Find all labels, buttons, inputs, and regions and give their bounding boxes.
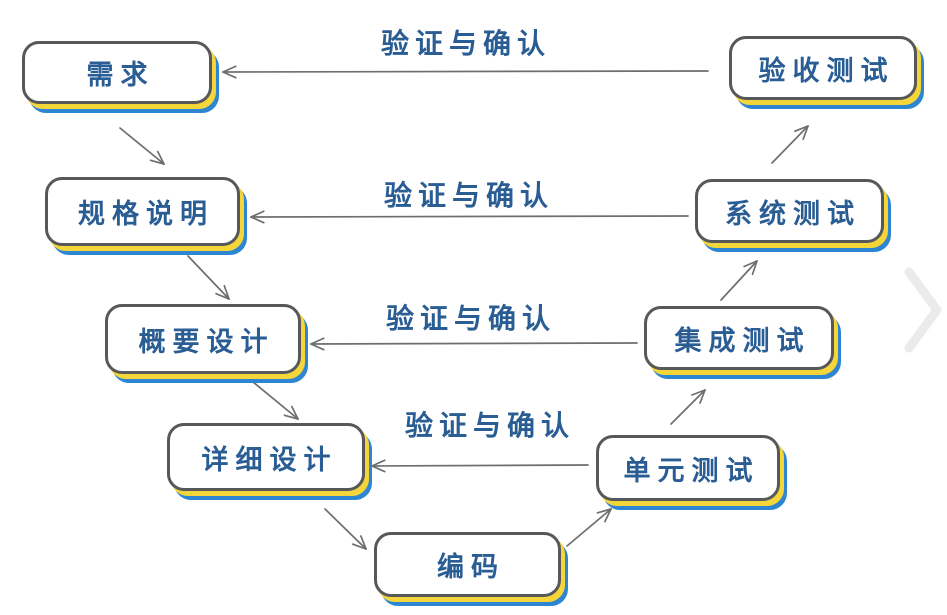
node-acceptance-test: 验收测试 [729, 36, 917, 100]
node-label: 需求 [86, 60, 155, 91]
node-label: 验收测试 [758, 55, 895, 87]
flow-specification-to-highlevel [187, 255, 230, 300]
flow-requirements-to-specification [119, 127, 165, 165]
node-label: 规格说明 [78, 199, 214, 230]
node-specification: 规格说明 [45, 177, 240, 246]
node-unit-test: 单元测试 [596, 435, 780, 501]
flow-integration-to-system [720, 260, 758, 301]
verification-validation-label: 验证与确认 [383, 179, 555, 212]
node-label: 概要设计 [138, 326, 275, 358]
node-label: 系统测试 [725, 198, 861, 230]
flow-coding-to-unit [566, 508, 612, 547]
flow-system-to-acceptance [771, 125, 809, 164]
node-detailed-design: 详细设计 [167, 423, 365, 491]
node-label: 集成测试 [674, 325, 811, 357]
chevron-right-icon[interactable] [901, 262, 945, 358]
verification-validation-label: 验证与确认 [380, 27, 552, 60]
node-high-level-design: 概要设计 [105, 304, 301, 374]
node-coding: 编码 [374, 532, 561, 597]
vv-arrow-acceptance-to-requirements [222, 65, 709, 79]
node-label: 单元测试 [623, 455, 760, 487]
flow-unit-to-integration [670, 389, 706, 425]
vv-arrow-unit-to-detailed [371, 459, 589, 473]
vv-arrow-integration-to-highlevel [310, 337, 638, 351]
node-integration-test: 集成测试 [644, 306, 834, 370]
node-requirements: 需求 [22, 41, 212, 104]
node-system-test: 系统测试 [695, 179, 884, 243]
verification-validation-label: 验证与确认 [385, 302, 557, 335]
verification-validation-label: 验证与确认 [404, 409, 576, 442]
flow-detailed-to-coding [324, 508, 367, 550]
node-label: 编码 [437, 552, 505, 583]
node-label: 详细设计 [201, 444, 338, 476]
flow-highlevel-to-detailed [246, 376, 299, 420]
